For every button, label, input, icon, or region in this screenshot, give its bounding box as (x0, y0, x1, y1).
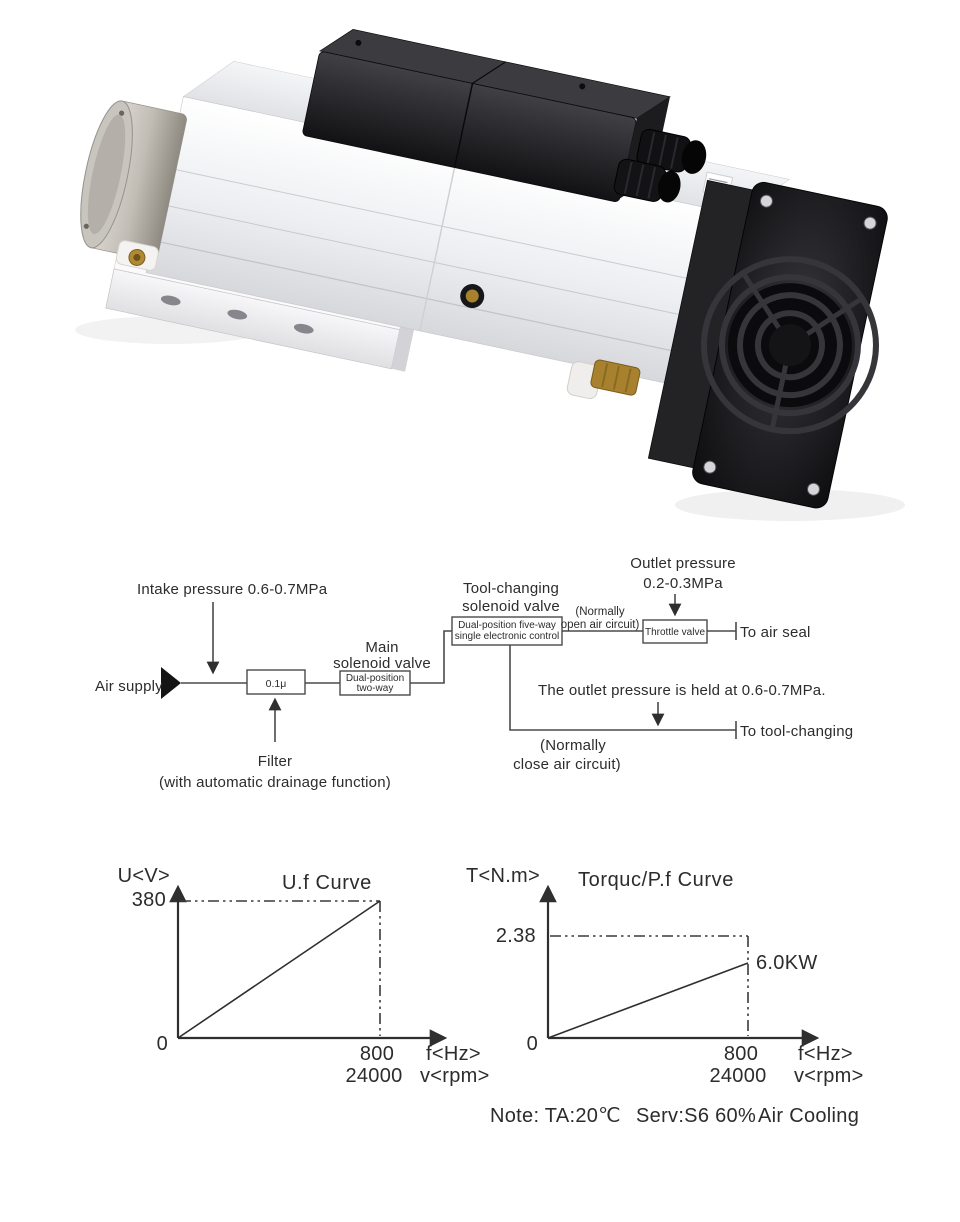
tool-valve-box (451, 616, 563, 646)
fan-screws (703, 194, 877, 496)
grease-port (460, 284, 485, 309)
x-tick-800: 800 (724, 1043, 758, 1065)
throttle-valve-label: Throttle valve (645, 627, 705, 638)
outlet-pressure-line2: 0.2-0.3MPa (643, 575, 723, 592)
normally-close-line2: close air circuit) (513, 756, 621, 773)
origin-label: 0 (157, 1033, 168, 1055)
main-valve-box-line1: Dual-position (346, 673, 404, 684)
x-axis-label-rpm: v<rpm> (420, 1065, 490, 1087)
reference-dashline (550, 935, 749, 1036)
tool-valve-title-2: solenoid valve (462, 598, 560, 615)
torque-curve-chart: T<N.m> Torquc/P.f Curve 2.38 6.0KW 0 800… (466, 865, 864, 1087)
normally-close-line1: (Normally (540, 737, 606, 754)
air-supply-icon (161, 667, 181, 699)
chart-title: Torquc/P.f Curve (578, 869, 734, 891)
fan-housing (647, 179, 888, 509)
spindle-flange (80, 100, 187, 271)
main-valve-title-2: solenoid valve (333, 655, 431, 672)
flange-bolt-hole (119, 110, 125, 116)
y-tick-380: 380 (132, 889, 166, 911)
y-tick-238: 2.38 (496, 925, 536, 947)
main-valve-box (339, 670, 411, 696)
normally-open-line1: (Normally (575, 606, 624, 618)
note-service: Serv:S6 60% (636, 1105, 756, 1127)
filter-label: Filter (258, 753, 293, 770)
tool-valve-box-line2: single electronic control (455, 631, 560, 642)
pipe-line (509, 645, 736, 731)
filter-box (246, 669, 306, 695)
intake-pressure-label: Intake pressure 0.6-0.7MPa (137, 581, 328, 598)
flange-bolt-hole (83, 223, 89, 229)
uf-curve-chart: U<V> 380 U.f Curve 0 800 24000 f<Hz> v<r… (118, 865, 490, 1087)
filter-box-label: 0.1μ (266, 678, 287, 690)
power-annotation: 6.0KW (756, 952, 818, 974)
y-axis-label: U<V> (118, 865, 170, 887)
torque-line (547, 962, 749, 1039)
filter-sublabel: (with automatic drainage function) (159, 774, 391, 791)
note-cooling: Air Cooling (758, 1105, 859, 1127)
tool-valve-box-line1: Dual-position five-way (458, 620, 556, 631)
air-supply-label: Air supply (95, 678, 163, 695)
to-tool-changing-label: To tool-changing (740, 723, 853, 740)
pneumatic-diagram: Intake pressure 0.6-0.7MPa Air supply 0.… (95, 555, 853, 791)
box-screw (355, 39, 362, 46)
outlet-held-label: The outlet pressure is held at 0.6-0.7MP… (538, 682, 826, 699)
x-axis-label-hz: f<Hz> (426, 1043, 481, 1065)
box-screw (579, 83, 586, 90)
note-ambient: Note: TA:20℃ (490, 1105, 621, 1127)
throttle-valve-box (642, 619, 708, 644)
outlet-pressure-line1: Outlet pressure (630, 555, 736, 572)
normally-open-line2: open air circuit) (561, 619, 640, 631)
terminal-box (302, 29, 707, 203)
origin-label: 0 (527, 1033, 538, 1055)
fan-grille-icon (700, 256, 879, 435)
tool-valve-title-1: Tool-changing (463, 580, 559, 597)
product-photo (75, 29, 905, 521)
chart-title: U.f Curve (282, 872, 372, 894)
pipe-line (410, 630, 452, 684)
cable-glands (613, 128, 707, 203)
reference-dashline (180, 900, 381, 1036)
y-axis-label: T<N.m> (466, 865, 540, 887)
main-valve-title-1: Main (365, 639, 398, 656)
uf-line (177, 900, 381, 1039)
to-air-seal-label: To air seal (740, 624, 811, 641)
x-tick-800: 800 (360, 1043, 394, 1065)
note-line: Note: TA:20℃ Serv:S6 60% Air Cooling (490, 1105, 859, 1127)
elbow-fitting (566, 359, 641, 400)
x-tick-24000: 24000 (709, 1065, 766, 1087)
x-axis-label-rpm: v<rpm> (794, 1065, 864, 1087)
x-tick-24000: 24000 (345, 1065, 402, 1087)
shadow-right (675, 489, 905, 521)
x-axis-label-hz: f<Hz> (798, 1043, 853, 1065)
main-valve-box-line2: two-way (357, 683, 394, 694)
